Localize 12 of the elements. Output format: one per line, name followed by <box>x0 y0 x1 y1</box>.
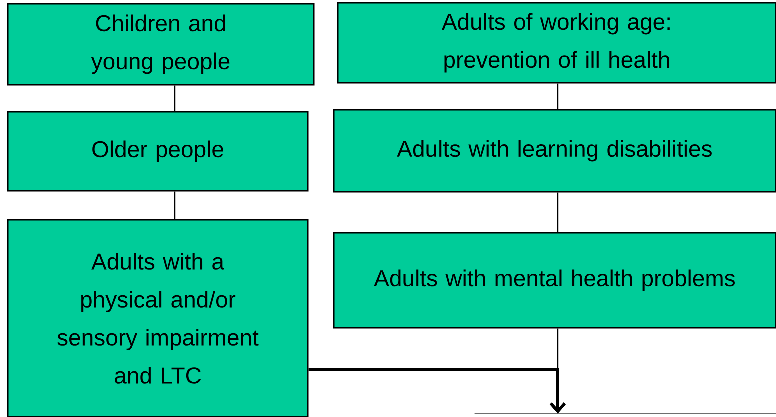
connector <box>557 84 559 110</box>
group-box: Children and young people <box>7 3 315 86</box>
connector <box>308 368 566 414</box>
connector <box>174 86 176 112</box>
group-box: Adults with mental health problems <box>333 232 776 329</box>
box-edge <box>474 413 776 414</box>
group-box: Adults with a physical and/or sensory impairment and LTC <box>7 219 309 417</box>
connector <box>174 192 176 220</box>
group-box: Adults with learning disabilities <box>333 109 776 193</box>
connector <box>557 192 559 232</box>
group-box: Adults of working age: prevention of ill health <box>337 2 776 84</box>
group-box: Older people <box>7 111 309 192</box>
